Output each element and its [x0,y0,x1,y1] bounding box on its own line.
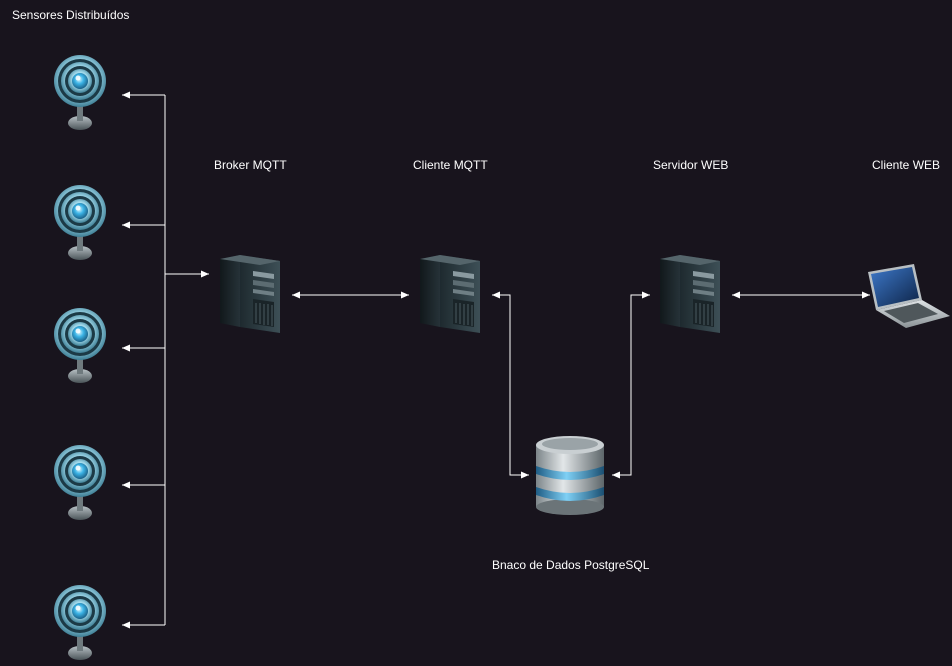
sensors-group-label: Sensores Distribuídos [12,8,130,22]
sensor-bus-connectors [122,91,209,629]
sensor-1 [54,55,106,130]
mqtt-client-label: Cliente MQTT [413,158,488,172]
database [536,436,604,515]
web-client-laptop [868,264,950,328]
wireless-sensor-icon [54,308,106,383]
mqtt-client-server [419,254,481,334]
connector-database-web-server [612,291,650,479]
database-label: Bnaco de Dados PostgreSQL [492,558,650,572]
connector-mqtt-client-database [492,291,529,479]
sensor-2 [54,185,106,260]
server-tower-icon [419,254,481,334]
web-server [659,254,721,334]
wireless-sensor-icon [54,185,106,260]
web-client-label: Cliente WEB [872,158,941,172]
broker-label: Broker MQTT [214,158,287,172]
database-cylinder-icon [536,436,604,515]
broker-server [219,254,281,334]
chain-connectors [292,291,870,479]
server-tower-icon [659,254,721,334]
sensor-4 [54,445,106,520]
wireless-sensor-icon [54,445,106,520]
wireless-sensor-icon [54,55,106,130]
wireless-sensor-icon [54,585,106,660]
server-tower-icon [219,254,281,334]
sensor-5 [54,585,106,660]
web-server-label: Servidor WEB [653,158,729,172]
laptop-icon [868,264,950,328]
sensor-3 [54,308,106,383]
